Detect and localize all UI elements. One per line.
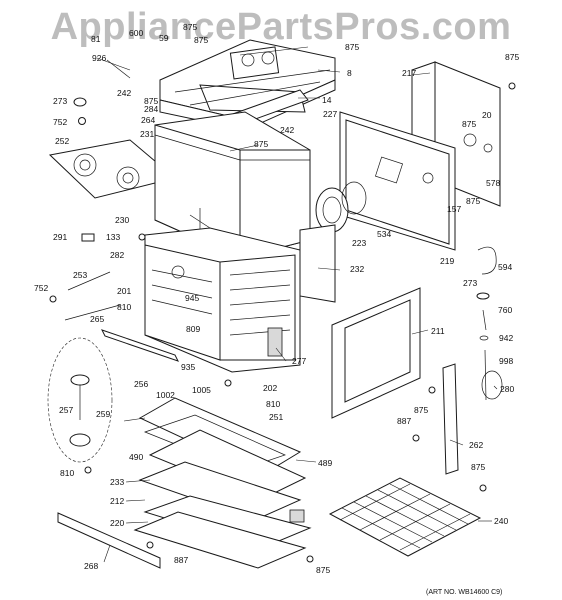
fasteners (49, 82, 516, 563)
callout-label: 875 (462, 119, 476, 129)
callout-label: 945 (185, 293, 199, 303)
callout-label: 268 (84, 561, 98, 571)
callout-label: 489 (318, 458, 332, 468)
trim-265 (101, 329, 179, 362)
callout-label: 212 (110, 496, 124, 506)
callout-label: 233 (110, 477, 124, 487)
callout-label: 284 (144, 104, 158, 114)
callout-label: 926 (92, 53, 106, 63)
callout-label: 157 (447, 204, 461, 214)
callout-label: 262 (469, 440, 483, 450)
callout-label: 594 (498, 262, 512, 272)
callout-label: 875 (471, 462, 485, 472)
lower-panels (133, 397, 312, 569)
side-trim-262 (442, 363, 459, 475)
callout-label: 280 (500, 384, 514, 394)
callout-label: 875 (316, 565, 330, 575)
callout-label: 534 (377, 229, 391, 239)
callout-label: 217 (402, 68, 416, 78)
sensor-parts (476, 246, 503, 401)
callout-label: 231 (140, 129, 154, 139)
callout-label: 242 (280, 125, 294, 135)
insulation-232 (299, 224, 336, 303)
callout-label: 875 (466, 196, 480, 206)
callout-label: 265 (90, 314, 104, 324)
callout-label: 810 (117, 302, 131, 312)
callout-label: 230 (115, 215, 129, 225)
callout-label: 232 (350, 264, 364, 274)
callout-label: 998 (499, 356, 513, 366)
callout-label: 752 (53, 117, 67, 127)
callout-label: 875 (345, 42, 359, 52)
vent-trim-268 (57, 512, 161, 569)
callout-label: 935 (181, 362, 195, 372)
callout-label: 600 (129, 28, 143, 38)
callout-label: 273 (463, 278, 477, 288)
art-number: (ART NO. WB14600 C9) (426, 589, 502, 596)
callout-label: 752 (34, 283, 48, 293)
callout-label: 277 (292, 356, 306, 366)
oven-cavity (144, 227, 301, 373)
callout-labels: 81 600 875 59 875 875 926 8 875 242 273 … (34, 22, 519, 575)
callout-label: 240 (494, 516, 508, 526)
oven-rack-240 (328, 477, 482, 557)
element-kit-256 (47, 304, 121, 463)
callout-label: 273 (53, 96, 67, 106)
callout-label: 1002 (156, 390, 175, 400)
callout-label: 875 (254, 139, 268, 149)
callout-label: 227 (323, 109, 337, 119)
callout-label: 1005 (192, 385, 211, 395)
callout-label: 133 (106, 232, 120, 242)
oven-wrapper (154, 111, 311, 259)
callout-label: 257 (59, 405, 73, 415)
callout-label: 20 (482, 110, 492, 120)
callout-label: 875 (194, 35, 208, 45)
callout-label: 875 (183, 22, 197, 32)
callout-label: 490 (129, 452, 143, 462)
callout-label: 202 (263, 383, 277, 393)
callout-label: 291 (53, 232, 67, 242)
callout-label: 942 (499, 333, 513, 343)
callout-label: 252 (55, 136, 69, 146)
callout-label: 59 (159, 33, 169, 43)
callout-label: 578 (486, 178, 500, 188)
callout-label: 211 (431, 326, 445, 336)
callout-label: 264 (141, 115, 155, 125)
callout-label: 223 (352, 238, 366, 248)
leader-lines (96, 46, 498, 563)
callout-label: 219 (440, 256, 454, 266)
callout-label: 256 (134, 379, 148, 389)
callout-label: 259 (96, 409, 110, 419)
callout-label: 242 (117, 88, 131, 98)
callout-label: 14 (322, 95, 332, 105)
callout-label: 875 (414, 405, 428, 415)
callout-label: 875 (505, 52, 519, 62)
callout-label: 251 (269, 412, 283, 422)
rear-panel-227 (339, 111, 456, 251)
callout-label: 81 (91, 34, 101, 44)
callout-label: 810 (266, 399, 280, 409)
callout-label: 8 (347, 68, 352, 78)
door-frame-211 (331, 287, 421, 419)
callout-label: 220 (110, 518, 124, 528)
callout-label: 760 (498, 305, 512, 315)
callout-label: 282 (110, 250, 124, 260)
callout-label: 810 (60, 468, 74, 478)
callout-label: 201 (117, 286, 131, 296)
callout-label: 887 (174, 555, 188, 565)
callout-label: 887 (397, 416, 411, 426)
callout-label: 809 (186, 324, 200, 334)
callout-label: 875 (144, 96, 158, 106)
callout-label: 253 (73, 270, 87, 280)
